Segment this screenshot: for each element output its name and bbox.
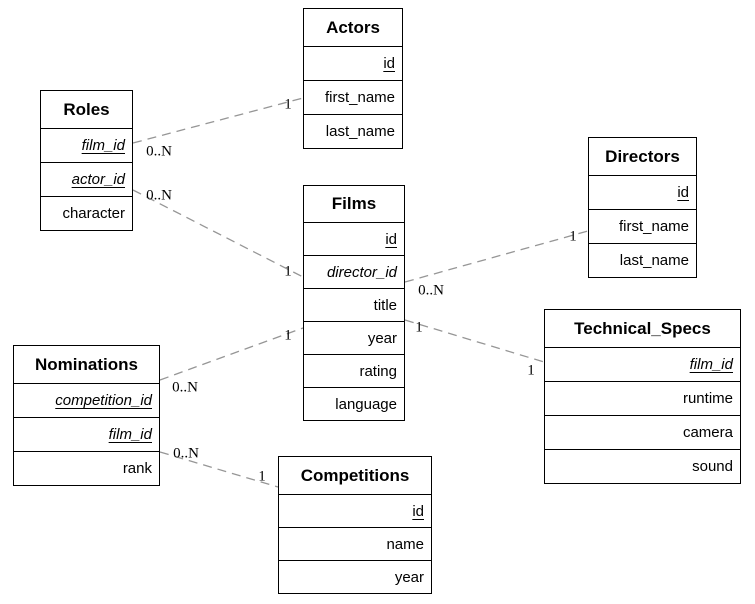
table-row: language: [304, 387, 404, 420]
cardinality-label-films-technical-specs-near-specs: 1: [527, 362, 535, 379]
table-title-label: Roles: [63, 99, 110, 119]
table-title: Films: [304, 186, 404, 222]
attribute-label: film_id: [108, 426, 152, 443]
table-row: competition_id: [14, 383, 159, 417]
cardinality-label-nominations-competitions-near-competitions: 1: [258, 468, 266, 485]
attribute-label: film_id: [689, 356, 733, 373]
relationship-line-nominations-competitions: [159, 451, 279, 488]
cardinality-label-films-technical-specs-near-films: 1: [415, 319, 423, 336]
table-title-label: Films: [331, 194, 377, 213]
attribute-label: actor_id: [71, 171, 125, 188]
table-title-label: Nominations: [35, 354, 138, 374]
cardinality-label-films-directors-near-directors: 1: [569, 228, 577, 245]
table-directors: Directors id first_name last_name: [588, 137, 697, 278]
table-row: actor_id: [41, 162, 132, 196]
table-row: title: [304, 288, 404, 321]
attribute-label: first_name: [618, 218, 689, 235]
attribute-label: id: [383, 55, 395, 72]
table-title-label: Actors: [326, 17, 380, 37]
table-row: runtime: [545, 381, 740, 415]
attribute-label: sound: [692, 458, 733, 475]
cardinality-label-nominations-competitions-near-nominations: 0..N: [173, 445, 199, 462]
table-title: Actors: [304, 9, 402, 46]
relationship-line-films-technical-specs: [404, 319, 545, 363]
cardinality-label-nominations-films-near-films: 1: [284, 327, 292, 344]
attribute-label: language: [335, 395, 397, 413]
table-row: camera: [545, 415, 740, 449]
table-row: name: [279, 527, 431, 560]
cardinality-label-roles-films-near-films: 1: [284, 263, 292, 280]
table-row: character: [41, 196, 132, 230]
cardinality-label-roles-actors-near-actors: 1: [284, 96, 292, 113]
table-actors: Actors id first_name last_name: [303, 8, 403, 149]
attribute-label: film_id: [81, 137, 125, 154]
table-title: Roles: [41, 91, 132, 128]
table-row: year: [279, 560, 431, 593]
attribute-label: id: [412, 502, 424, 520]
cardinality-label-films-directors-near-films: 0..N: [418, 282, 444, 299]
attribute-label: rank: [122, 460, 152, 477]
attribute-label: first_name: [324, 89, 395, 106]
table-nominations: Nominations competition_id film_id rank: [13, 345, 160, 486]
table-title-label: Competitions: [300, 465, 410, 485]
table-row: id: [304, 222, 404, 255]
table-title: Nominations: [14, 346, 159, 383]
table-row: rating: [304, 354, 404, 387]
attribute-label: year: [367, 329, 397, 347]
attribute-label: id: [677, 184, 689, 201]
cardinality-label-roles-films-near-roles: 0..N: [146, 187, 172, 204]
table-row: first_name: [304, 80, 402, 114]
table-row: first_name: [589, 209, 696, 243]
table-row: year: [304, 321, 404, 354]
cardinality-label-nominations-films-near-nominations: 0..N: [172, 379, 198, 396]
table-title: Directors: [589, 138, 696, 175]
attribute-label: competition_id: [55, 392, 152, 409]
table-technical-specs: Technical_Specs film_id runtime camera s…: [544, 309, 741, 484]
table-row: last_name: [589, 243, 696, 277]
attribute-label: director_id: [326, 263, 397, 281]
attribute-label: character: [62, 205, 125, 222]
table-title: Competitions: [279, 457, 431, 494]
table-row: id: [589, 175, 696, 209]
table-row: sound: [545, 449, 740, 483]
table-row: director_id: [304, 255, 404, 288]
attribute-label: runtime: [682, 390, 733, 407]
relationship-line-films-directors: [404, 230, 589, 283]
table-title-label: Technical_Specs: [574, 318, 711, 338]
cardinality-label-roles-actors-near-roles: 0..N: [146, 143, 172, 160]
attribute-label: camera: [682, 424, 733, 441]
table-row: film_id: [14, 417, 159, 451]
relationship-line-roles-actors: [132, 97, 304, 144]
relationship-line-nominations-films: [159, 327, 304, 381]
table-films: Films id director_id title year rating l…: [303, 185, 405, 421]
attribute-label: year: [394, 568, 424, 586]
table-title: Technical_Specs: [545, 310, 740, 347]
table-competitions: Competitions id name year: [278, 456, 432, 594]
table-roles: Roles film_id actor_id character: [40, 90, 133, 231]
attribute-label: last_name: [619, 252, 689, 269]
attribute-label: name: [386, 535, 424, 553]
relationship-line-roles-films: [132, 189, 304, 278]
attribute-label: rating: [359, 362, 397, 380]
table-row: id: [304, 46, 402, 80]
attribute-label: id: [385, 230, 397, 248]
attribute-label: title: [373, 296, 397, 314]
table-title-label: Directors: [605, 146, 680, 166]
attribute-label: last_name: [325, 123, 395, 140]
table-row: id: [279, 494, 431, 527]
table-row: film_id: [545, 347, 740, 381]
table-row: last_name: [304, 114, 402, 148]
table-row: rank: [14, 451, 159, 485]
table-row: film_id: [41, 128, 132, 162]
